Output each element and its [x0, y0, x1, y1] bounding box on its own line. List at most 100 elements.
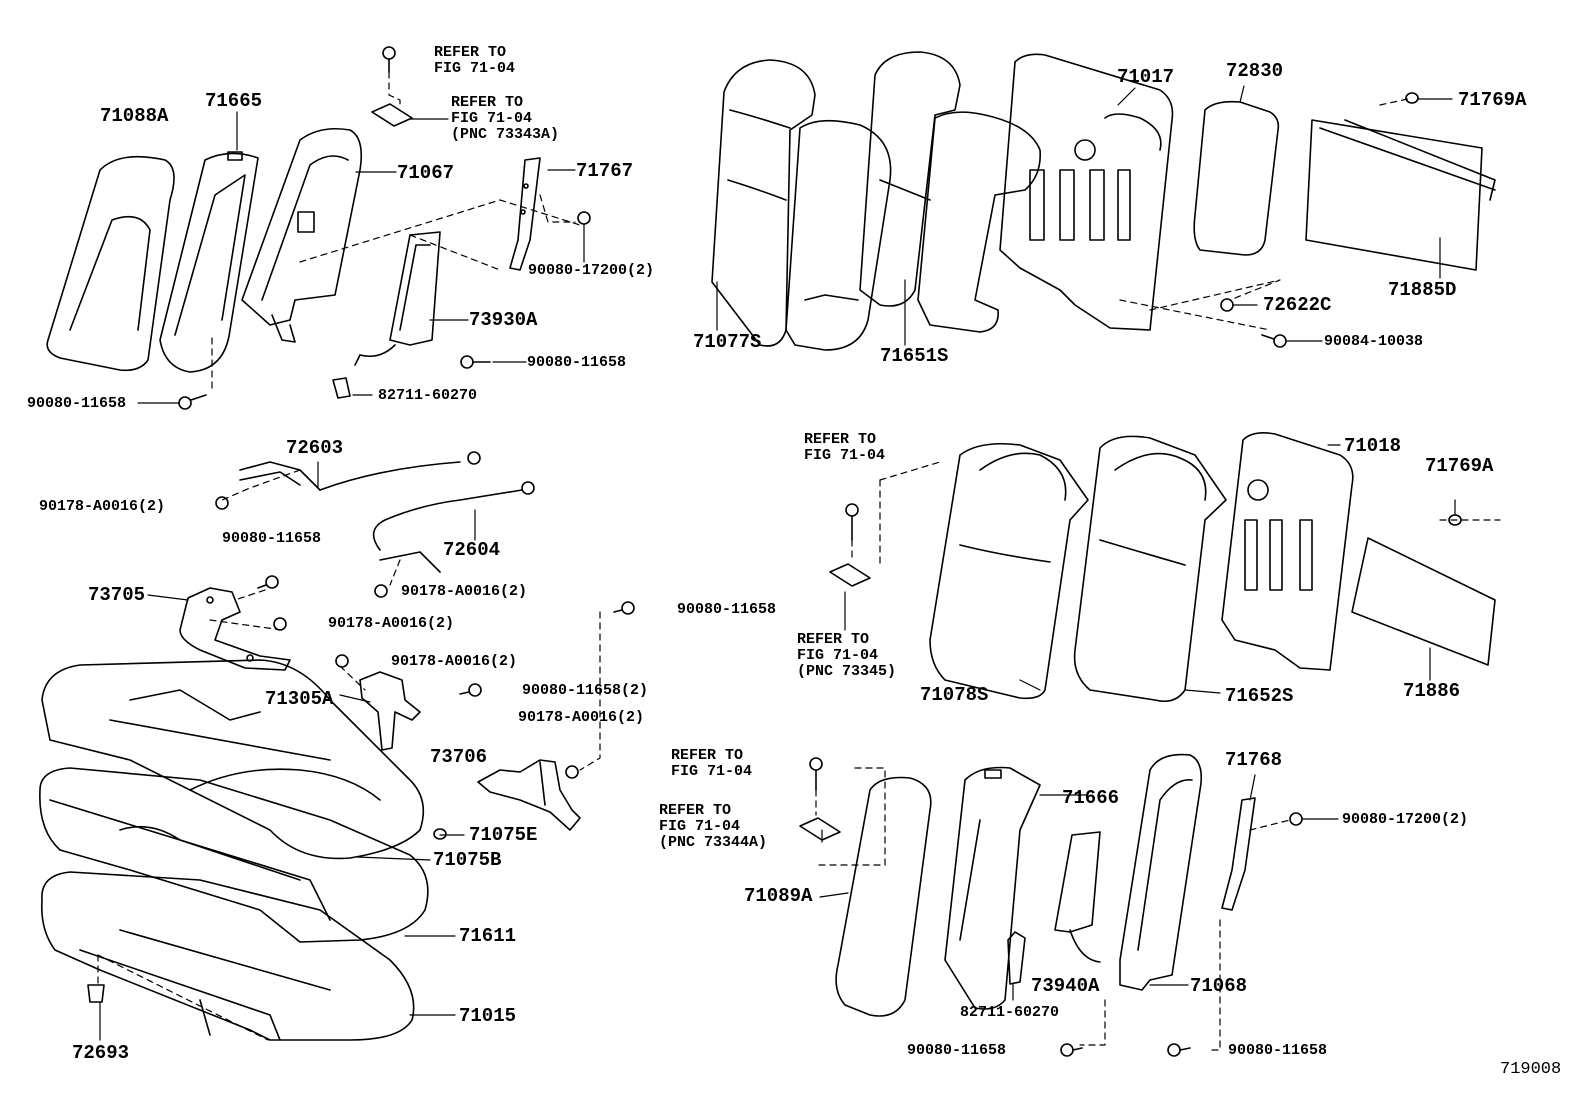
part-label-90080-11658: 90080-11658: [222, 530, 322, 547]
part-label-90080-11658: 90080-11658: [677, 601, 777, 618]
airbag-module-73940A: [1054, 831, 1101, 963]
dashed-leaders-bottom-right: [815, 767, 1291, 1051]
clip-82711-60270-bottom: [1007, 931, 1026, 985]
nut-90178-A0016-c: [273, 617, 287, 631]
part-label-82711-60270: 82711-60270: [378, 387, 478, 404]
part-label-90080-11658: 90080-11658: [1228, 1042, 1328, 1059]
side-bolster-71068: [1119, 753, 1203, 991]
part-label-90084-10038: 90084-10038: [1324, 333, 1424, 350]
side-bolster-pad-71089A: [835, 776, 932, 1017]
part-label-90178-A0016: 90178-A0016(2): [39, 498, 166, 515]
hinge-73705: [179, 587, 291, 671]
seat-back-cover-71652S: [1073, 435, 1227, 703]
part-label-71768: 71768: [1225, 749, 1283, 771]
back-board-71886: [1351, 537, 1496, 666]
nut-90080-17200-top: [577, 211, 591, 225]
bolt-90080-11658-mid: [460, 355, 491, 369]
clip-71769A-mid: [1448, 514, 1462, 526]
seat-back-cover-71651S: [859, 51, 961, 307]
part-label-90080-17200: 90080-17200(2): [1342, 811, 1469, 828]
bolt-90080-11658-f: [1060, 1043, 1083, 1057]
clip-top-plate: [371, 103, 413, 127]
cable-72603: [239, 451, 481, 491]
refer-to-note: REFER TO FIG 71-04: [671, 747, 753, 780]
nut-90178-A0016-a: [215, 496, 229, 510]
part-label-71651S: 71651S: [880, 345, 949, 367]
dashed-leaders-top-left: [211, 71, 581, 394]
part-label-90178-A0016: 90178-A0016(2): [391, 653, 518, 670]
clip-72693: [87, 984, 105, 1003]
clip-refer-low: [799, 817, 841, 841]
part-label-90178-A0016: 90178-A0016(2): [328, 615, 455, 632]
clip-71769A-top: [1405, 92, 1419, 104]
bolt-90080-11658-e: [613, 601, 635, 615]
part-label-72622C: 72622C: [1263, 294, 1332, 316]
bolt-90080-11658-c: [257, 575, 279, 589]
part-label-71886: 71886: [1403, 680, 1461, 702]
side-bolster-frame-71666: [944, 766, 1041, 1010]
part-label-71665: 71665: [205, 90, 263, 112]
part-label-71767: 71767: [576, 160, 634, 182]
armrest-72830: [1193, 100, 1280, 256]
back-board-71885D: [1305, 119, 1496, 271]
bolt-top-1: [382, 46, 396, 73]
part-label-72830: 72830: [1226, 60, 1284, 82]
refer-to-note: REFER TO FIG 71-04 (PNC 73345): [797, 631, 897, 680]
seat-back-cover-71078S: [929, 442, 1089, 700]
part-label-71078S: 71078S: [920, 684, 989, 706]
bolt-90080-11658-d: [459, 683, 482, 697]
hinge-71305A: [359, 671, 421, 751]
part-label-73940A: 73940A: [1031, 975, 1100, 997]
refer-to-note: REFER TO FIG 71-04: [804, 431, 886, 464]
refer-to-note: REFER TO FIG 71-04 (PNC 73344A): [659, 802, 768, 851]
clip-refer-mid: [829, 563, 871, 587]
seat-back-cover-71077S-front: [785, 119, 892, 351]
part-label-71015: 71015: [459, 1005, 517, 1027]
part-label-90080-17200: 90080-17200(2): [528, 262, 655, 279]
part-label-82711-60270: 82711-60270: [960, 1004, 1060, 1021]
part-label-71885D: 71885D: [1388, 279, 1457, 301]
part-label-71769A: 71769A: [1425, 455, 1494, 477]
part-label-71077S: 71077S: [693, 331, 762, 353]
bolt-refer-low: [809, 757, 823, 791]
part-label-73930A: 73930A: [469, 309, 538, 331]
part-label-73706: 73706: [430, 746, 488, 768]
clip-82711-60270-top: [332, 377, 351, 399]
leader-lines: [99, 85, 1456, 1041]
part-label-71305A: 71305A: [265, 688, 334, 710]
hinge-73706: [477, 759, 581, 831]
part-label-90080-11658: 90080-11658: [907, 1042, 1007, 1059]
bolt-90084-10038: [1261, 334, 1287, 348]
part-label-71088A: 71088A: [100, 105, 169, 127]
dashed-leaders-top-right: [1119, 97, 1413, 331]
dashed-leaders-mid-right: [851, 461, 1501, 566]
part-label-73705: 73705: [88, 584, 146, 606]
bolt-90080-11658-left: [178, 394, 207, 410]
cushion-frame-71015: [40, 871, 415, 1041]
side-bolster-pad-71088A: [46, 155, 175, 372]
part-label-71067: 71067: [397, 162, 455, 184]
part-label-72603: 72603: [286, 437, 344, 459]
side-bolster-frame-71665: [159, 151, 259, 373]
part-label-90080-11658: 90080-11658(2): [522, 682, 649, 699]
refer-to-note: REFER TO FIG 71-04: [434, 44, 516, 77]
seat-back-cover-71077S: [711, 59, 816, 347]
dashed-leaders-mid-left: [209, 469, 601, 771]
nut-90178-A0016-e: [565, 765, 579, 779]
seat-back-frame-71017: [999, 53, 1174, 331]
part-label-90178-A0016: 90178-A0016(2): [518, 709, 645, 726]
part-label-90080-11658: 90080-11658: [27, 395, 127, 412]
clip-71075E: [433, 828, 447, 840]
part-label-71769A: 71769A: [1458, 89, 1527, 111]
part-label-71652S: 71652S: [1225, 685, 1294, 707]
part-label-71018: 71018: [1344, 435, 1402, 457]
airbag-module-73930A: [354, 231, 441, 366]
dashed-leaders-bottom-left: [97, 954, 269, 1041]
nut-72622C: [1220, 298, 1234, 312]
part-label-71068: 71068: [1190, 975, 1248, 997]
bolt-90080-11658-g: [1167, 1043, 1191, 1057]
part-label-90080-11658: 90080-11658: [527, 354, 627, 371]
part-label-72693: 72693: [72, 1042, 130, 1064]
